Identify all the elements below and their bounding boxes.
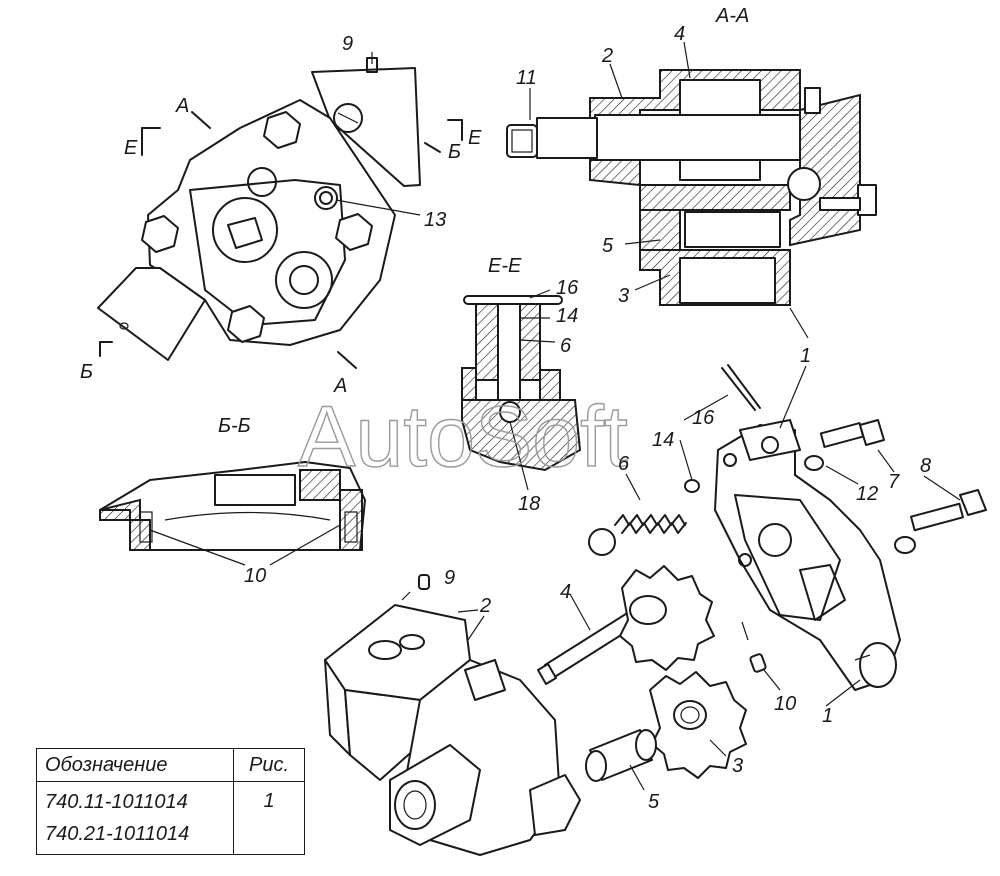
section-title-b-b: Б-Б (218, 415, 251, 437)
callout-11: 11 (516, 67, 537, 89)
section-a-a (506, 41, 877, 306)
callout-16-top: 16 (556, 277, 579, 299)
callout-16-right: 16 (692, 407, 715, 429)
callout-10-right: 10 (774, 693, 796, 715)
callout-2-bottom: 2 (479, 595, 491, 617)
callout-4-top: 4 (674, 23, 685, 45)
cut-mark-e-left: Е (124, 137, 138, 159)
designation-codes-cell: 740.11-1011014 740.21-1011014 (36, 781, 234, 855)
table-header-row: Обозначение Рис. (36, 748, 305, 782)
callout-10-left: 10 (244, 565, 266, 587)
cut-mark-b-left: Б (80, 361, 93, 383)
cut-mark-a-top: А (175, 95, 189, 117)
callout-leaders (467, 307, 961, 791)
callout-6-top: 6 (560, 335, 572, 357)
callout-3-bottom: 3 (732, 755, 743, 777)
pump-housing-exploded (324, 604, 581, 856)
cut-mark-b-right: Б (448, 141, 461, 163)
cut-mark-a-bottom: А (333, 375, 347, 397)
header-figure: Рис. (233, 748, 305, 782)
cut-mark-e-right: Е (468, 127, 482, 149)
section-e-e (461, 289, 582, 491)
section-title-a-a: А-А (715, 5, 749, 27)
callout-9-bottom: 9 (444, 567, 455, 589)
watermark-text: AutoSoft (298, 389, 628, 485)
callout-3-top: 3 (618, 285, 629, 307)
gears-and-shafts (401, 565, 747, 782)
callout-9-top: 9 (342, 33, 353, 55)
callout-8: 8 (920, 455, 931, 477)
pump-cover-exploded (588, 364, 987, 691)
designation-code-2: 740.21-1011014 (45, 823, 190, 845)
callout-13: 13 (424, 209, 446, 231)
callout-6-right: 6 (618, 453, 630, 475)
figure-number: 1 (233, 781, 305, 855)
header-designation: Обозначение (36, 748, 234, 782)
designation-code-1: 740.11-1011014 (45, 791, 188, 813)
pump-front-view (97, 52, 463, 369)
table-row: 740.11-1011014 740.21-1011014 1 (36, 781, 305, 855)
bolt-8 (894, 489, 987, 554)
callout-5-top: 5 (602, 235, 614, 257)
designation-table: Обозначение Рис. 740.11-1011014 740.21-1… (36, 748, 305, 855)
callout-7: 7 (888, 471, 900, 493)
callout-14-top: 14 (556, 305, 578, 327)
callout-18: 18 (518, 493, 540, 515)
section-b-b (99, 461, 366, 566)
spring-6 (614, 514, 687, 534)
callout-14-right: 14 (652, 429, 674, 451)
bolt-7 (804, 419, 885, 471)
callout-4-bottom: 4 (560, 581, 571, 603)
callout-1-bottom: 1 (822, 705, 833, 727)
section-title-e-e: Е-Е (488, 255, 522, 277)
callout-2-top: 2 (601, 45, 613, 67)
callout-12: 12 (856, 483, 878, 505)
callout-1-top: 1 (800, 345, 811, 367)
callout-5-bottom: 5 (648, 791, 660, 813)
